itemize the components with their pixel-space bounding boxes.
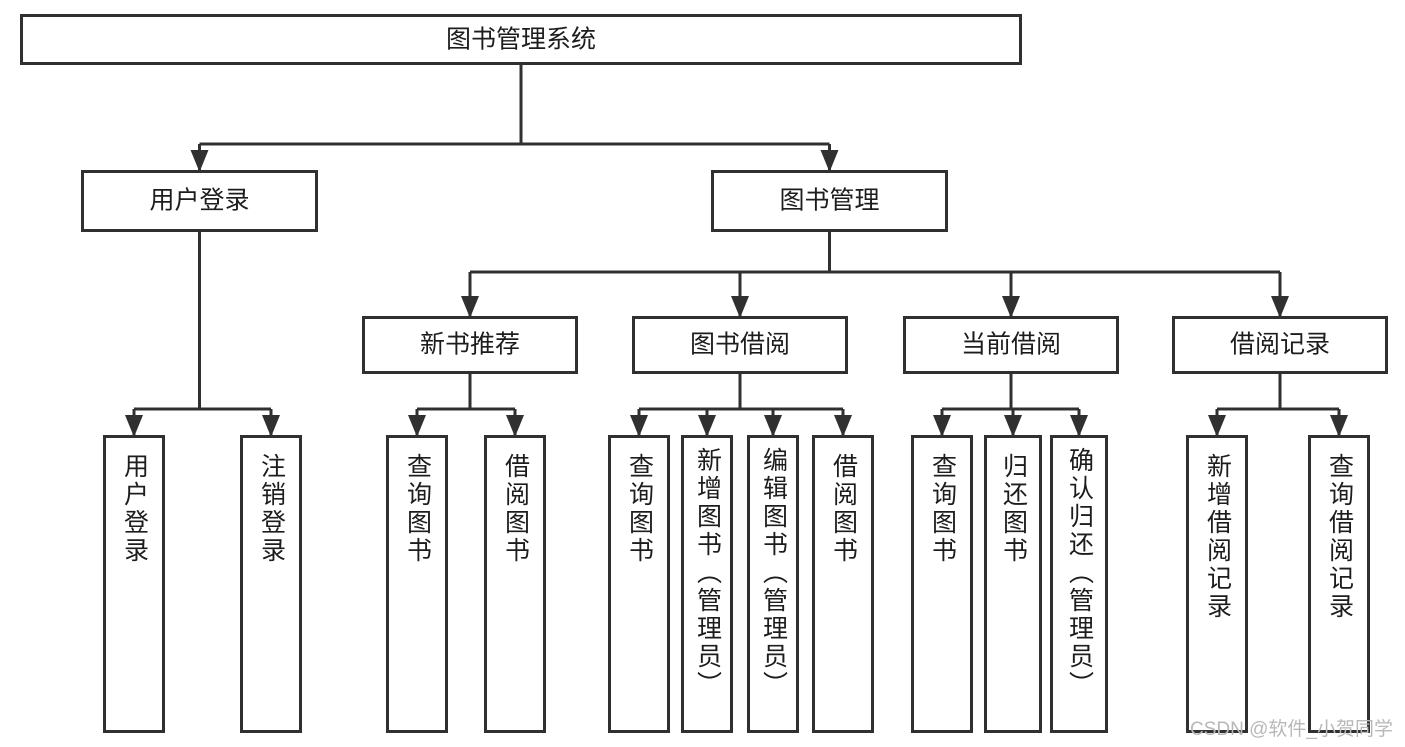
user-arrow-1: [262, 415, 280, 437]
bookmgmt-arrow-3: [1271, 296, 1289, 318]
root-box-0[interactable]: [20, 14, 1022, 65]
l3-1-arrow-2: [764, 415, 782, 437]
leaf-box-3[interactable]: [484, 435, 546, 733]
level2-box-1[interactable]: [711, 170, 948, 232]
l3-0-arrow-0: [408, 415, 426, 437]
boxes-layer: [20, 14, 1388, 733]
level2-box-0[interactable]: [81, 170, 318, 232]
edges-layer: [125, 65, 1348, 437]
level3-box-2[interactable]: [903, 316, 1119, 374]
l3-1-arrow-1: [698, 415, 716, 437]
l3-2-arrow-2: [1070, 415, 1088, 437]
l3-1-arrow-0: [630, 415, 648, 437]
user-arrow-0: [125, 415, 143, 437]
bookmgmt-arrow-2: [1002, 296, 1020, 318]
l3-1-arrow-3: [834, 415, 852, 437]
leaf-box-7[interactable]: [812, 435, 874, 733]
l3-3-arrow-0: [1208, 415, 1226, 437]
level3-box-3[interactable]: [1172, 316, 1388, 374]
leaf-box-12[interactable]: [1308, 435, 1370, 733]
leaf-box-10[interactable]: [1050, 435, 1108, 733]
bookmgmt-arrow-1: [731, 296, 749, 318]
l3-0-arrow-1: [506, 415, 524, 437]
l3-3-arrow-1: [1330, 415, 1348, 437]
leaf-box-11[interactable]: [1186, 435, 1248, 733]
watermark-text: CSDN @软件_小贺同学: [1190, 719, 1393, 740]
leaf-box-4[interactable]: [608, 435, 670, 733]
l3-2-arrow-0: [933, 415, 951, 437]
root-arrow-0: [190, 150, 209, 172]
leaf-box-6[interactable]: [747, 435, 799, 733]
leaf-box-8[interactable]: [911, 435, 973, 733]
root-arrow-1: [820, 150, 839, 172]
leaf-box-0[interactable]: [103, 435, 165, 733]
leaf-box-2[interactable]: [386, 435, 448, 733]
leaf-box-1[interactable]: [240, 435, 302, 733]
bookmgmt-arrow-0: [461, 296, 479, 318]
leaf-box-9[interactable]: [984, 435, 1042, 733]
level3-box-1[interactable]: [632, 316, 848, 374]
level3-box-0[interactable]: [362, 316, 578, 374]
leaf-box-5[interactable]: [681, 435, 733, 733]
l3-2-arrow-1: [1004, 415, 1022, 437]
